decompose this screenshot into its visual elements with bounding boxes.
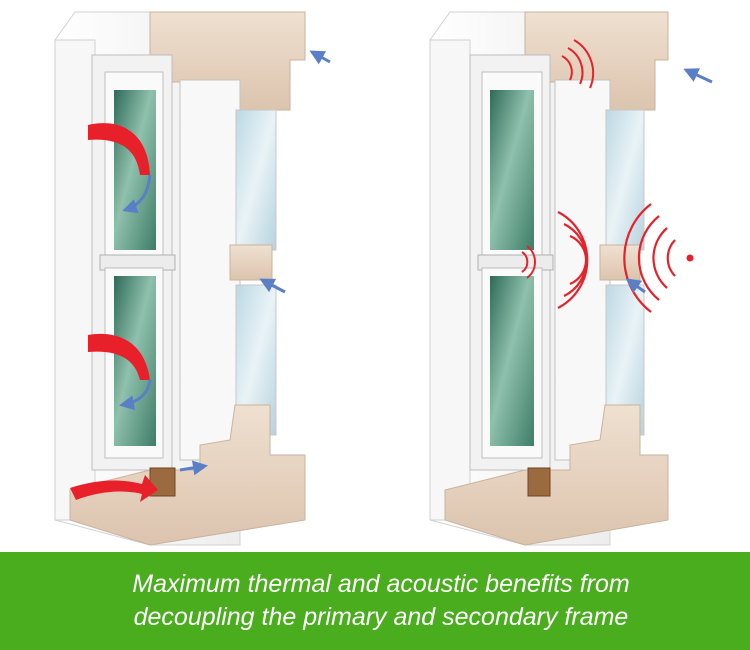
sound-wave-icon (557, 211, 589, 309)
sound-wave-icon (623, 203, 694, 313)
sill-masonry (444, 404, 669, 546)
sill-timber (527, 467, 551, 497)
sill-timber (149, 467, 176, 497)
air-flow-arrow-icon (179, 460, 208, 476)
air-flow-arrow-icon (309, 50, 331, 65)
thermal-panel (54, 11, 331, 546)
lower-glass (490, 276, 534, 446)
air-flow-arrow-icon (625, 278, 646, 294)
heat-flow-arrow-icon (88, 123, 150, 175)
upper-glass (114, 90, 156, 250)
sound-wave-icon (521, 245, 536, 279)
wall-front (429, 39, 471, 521)
secondary-frame (554, 79, 611, 461)
transom-masonry (229, 244, 273, 281)
secondary-glass-upper (605, 109, 645, 251)
air-flow-arrow-icon (119, 379, 152, 411)
heat-flow-arrow-icon (88, 333, 150, 380)
air-flow-arrow-icon (122, 174, 152, 214)
caption-line-1: Maximum thermal and acoustic benefits fr… (132, 570, 630, 598)
window-illustrations (54, 11, 713, 546)
caption-line-2: decoupling the primary and secondary fra… (133, 603, 629, 631)
head-masonry (149, 11, 306, 111)
caption-banner: Maximum thermal and acoustic benefits fr… (0, 552, 750, 650)
acoustic-panel (429, 11, 713, 546)
upper-glass (490, 90, 534, 250)
sound-wave-icon (561, 39, 595, 89)
wall-front (54, 39, 96, 521)
transom-masonry (599, 244, 641, 281)
air-flow-arrow-icon (259, 278, 286, 294)
secondary-glass-upper (235, 109, 277, 251)
caption: Maximum thermal and acoustic benefits fr… (120, 568, 629, 634)
heat-flow-arrow-icon (70, 475, 158, 502)
air-flow-arrow-icon (683, 68, 713, 84)
